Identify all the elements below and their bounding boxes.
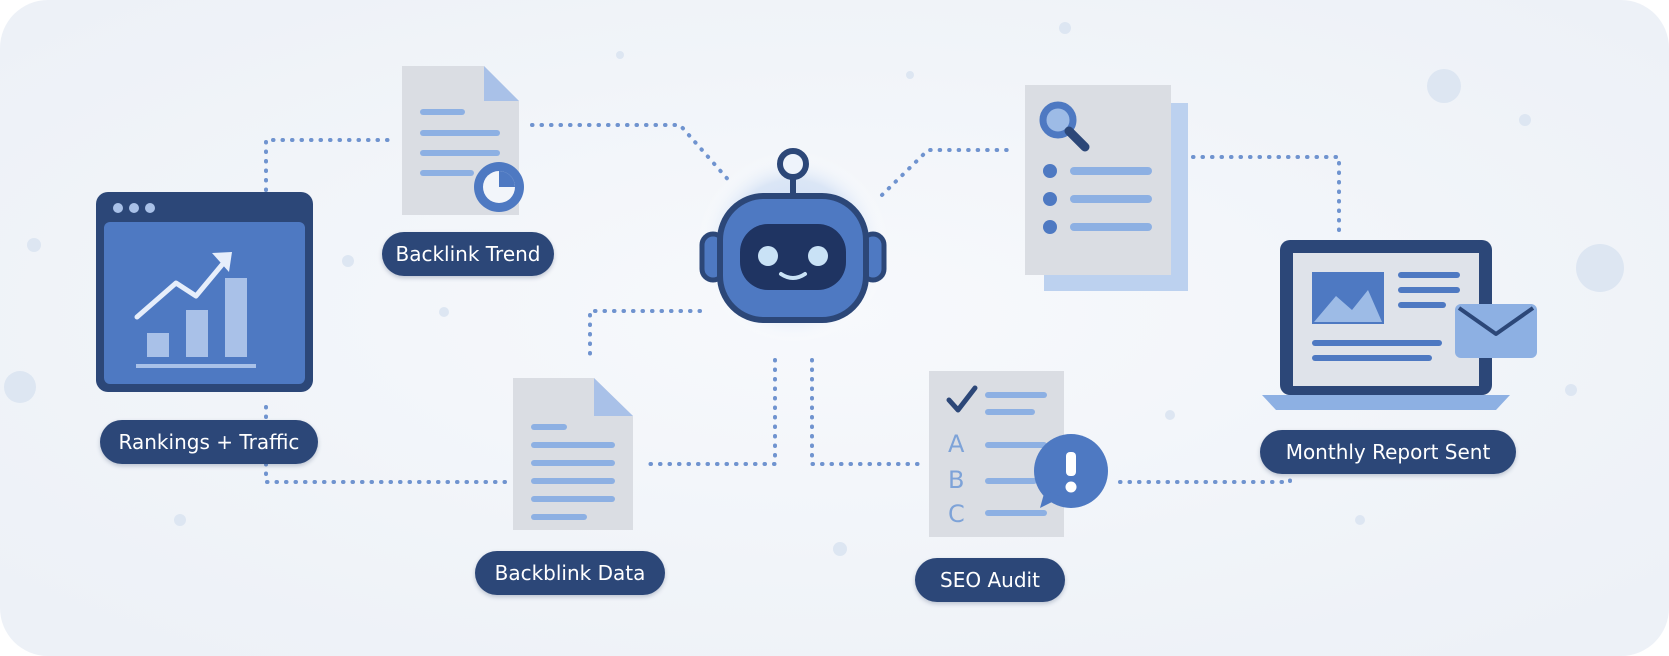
label-backblink-data: Backblink Data (475, 551, 665, 595)
connector-analytics-to-trend (264, 138, 397, 192)
robot-icon (697, 148, 889, 343)
laptop-report-icon (1262, 240, 1510, 410)
connector-analytics-to-data-doc (264, 405, 512, 484)
audit-option-b: B (948, 466, 964, 494)
connectors (264, 123, 1341, 484)
label-backlink-trend: Backlink Trend (382, 232, 554, 276)
connector-alert-to-report (1118, 458, 1292, 484)
connector-robot-to-data-doc (588, 309, 702, 362)
decorative-dots (4, 22, 1624, 556)
label-monthly-report-sent: Monthly Report Sent (1260, 430, 1516, 474)
data-document-icon (513, 378, 633, 530)
search-document-icon (1025, 85, 1188, 291)
label-seo-audit: SEO Audit (915, 558, 1065, 602)
trend-document-icon (402, 66, 524, 215)
label-rankings-traffic: Rankings + Traffic (100, 420, 318, 464)
audit-option-c: C (948, 500, 965, 528)
connector-trend-to-robot (530, 123, 734, 186)
alert-bubble-icon (1034, 434, 1108, 508)
connector-robot-down-to-data-doc (646, 358, 777, 466)
email-icon (1455, 304, 1537, 358)
connector-search-doc-to-laptop (1191, 155, 1341, 234)
connector-robot-to-search-doc (880, 148, 1012, 197)
connector-robot-down-to-audit (810, 358, 922, 466)
audit-option-a: A (948, 430, 965, 458)
analytics-dashboard-icon (96, 192, 313, 392)
